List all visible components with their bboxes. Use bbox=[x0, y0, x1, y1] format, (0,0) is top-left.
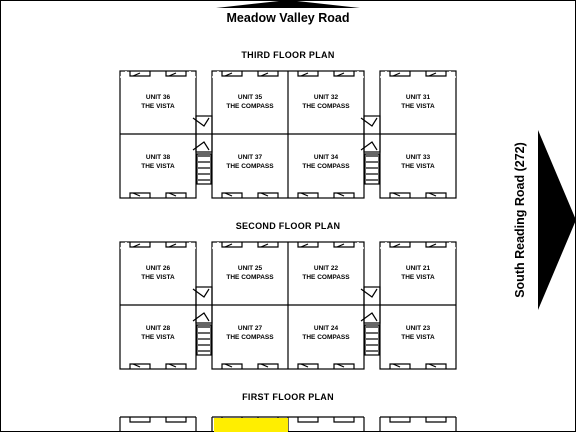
unit-label: UNIT 37 THE COMPASS bbox=[212, 153, 288, 171]
unit-label: UNIT 24 THE COMPASS bbox=[288, 324, 364, 342]
unit-label: UNIT 34 THE COMPASS bbox=[288, 153, 364, 171]
unit-model: THE COMPASS bbox=[226, 163, 274, 170]
unit-number: UNIT 36 bbox=[145, 94, 171, 101]
unit-number: UNIT 24 bbox=[313, 325, 339, 332]
highlighted-unit bbox=[214, 418, 288, 432]
unit-model: THE VISTA bbox=[141, 274, 175, 281]
unit-model: THE COMPASS bbox=[226, 274, 274, 281]
unit-label: UNIT 25 THE COMPASS bbox=[212, 264, 288, 282]
unit-model: THE VISTA bbox=[401, 274, 435, 281]
meadow-valley-road-marker: Meadow Valley Road bbox=[0, 0, 576, 30]
unit-number: UNIT 21 bbox=[405, 265, 431, 272]
unit-number: UNIT 33 bbox=[405, 154, 431, 161]
unit-label: UNIT 21 THE VISTA bbox=[380, 264, 456, 282]
unit-label: UNIT 36 THE VISTA bbox=[120, 93, 196, 111]
unit-number: UNIT 22 bbox=[313, 265, 339, 272]
unit-label: UNIT 28 THE VISTA bbox=[120, 324, 196, 342]
unit-model: THE COMPASS bbox=[302, 274, 350, 281]
unit-label: UNIT 32 THE COMPASS bbox=[288, 93, 364, 111]
unit-number: UNIT 32 bbox=[313, 94, 339, 101]
first-floor-title: FIRST FLOOR PLAN bbox=[242, 392, 334, 402]
third-floor-plan bbox=[119, 70, 457, 199]
unit-model: THE VISTA bbox=[401, 334, 435, 341]
unit-number: UNIT 34 bbox=[313, 154, 339, 161]
unit-label: UNIT 31 THE VISTA bbox=[380, 93, 456, 111]
road-arrow-right-icon bbox=[538, 130, 576, 310]
unit-model: THE COMPASS bbox=[302, 163, 350, 170]
unit-model: THE VISTA bbox=[141, 163, 175, 170]
unit-label: UNIT 33 THE VISTA bbox=[380, 153, 456, 171]
unit-label: UNIT 23 THE VISTA bbox=[380, 324, 456, 342]
first-floor-plan bbox=[119, 416, 457, 432]
unit-label: UNIT 26 THE VISTA bbox=[120, 264, 196, 282]
unit-number: UNIT 26 bbox=[145, 265, 171, 272]
unit-model: THE VISTA bbox=[401, 163, 435, 170]
unit-model: THE VISTA bbox=[401, 103, 435, 110]
second-floor-plan bbox=[119, 241, 457, 370]
unit-number: UNIT 28 bbox=[145, 325, 171, 332]
unit-model: THE COMPASS bbox=[226, 334, 274, 341]
third-floor-title: THIRD FLOOR PLAN bbox=[241, 50, 335, 60]
unit-model: THE VISTA bbox=[141, 103, 175, 110]
unit-number: UNIT 37 bbox=[237, 154, 263, 161]
unit-label: UNIT 27 THE COMPASS bbox=[212, 324, 288, 342]
second-floor-title: SECOND FLOOR PLAN bbox=[235, 221, 341, 231]
unit-number: UNIT 27 bbox=[237, 325, 263, 332]
top-road-label: Meadow Valley Road bbox=[226, 11, 350, 25]
unit-model: THE COMPASS bbox=[302, 334, 350, 341]
unit-number: UNIT 38 bbox=[145, 154, 171, 161]
unit-model: THE COMPASS bbox=[226, 103, 274, 110]
unit-model: THE COMPASS bbox=[302, 103, 350, 110]
unit-label: UNIT 22 THE COMPASS bbox=[288, 264, 364, 282]
unit-number: UNIT 31 bbox=[405, 94, 431, 101]
unit-number: UNIT 23 bbox=[405, 325, 431, 332]
south-reading-road-marker: South Reading Road (272) bbox=[500, 130, 576, 310]
unit-number: UNIT 25 bbox=[237, 265, 263, 272]
unit-label: UNIT 35 THE COMPASS bbox=[212, 93, 288, 111]
unit-number: UNIT 35 bbox=[237, 94, 263, 101]
unit-model: THE VISTA bbox=[141, 334, 175, 341]
road-arrow-up-icon bbox=[216, 0, 360, 8]
unit-label: UNIT 38 THE VISTA bbox=[120, 153, 196, 171]
